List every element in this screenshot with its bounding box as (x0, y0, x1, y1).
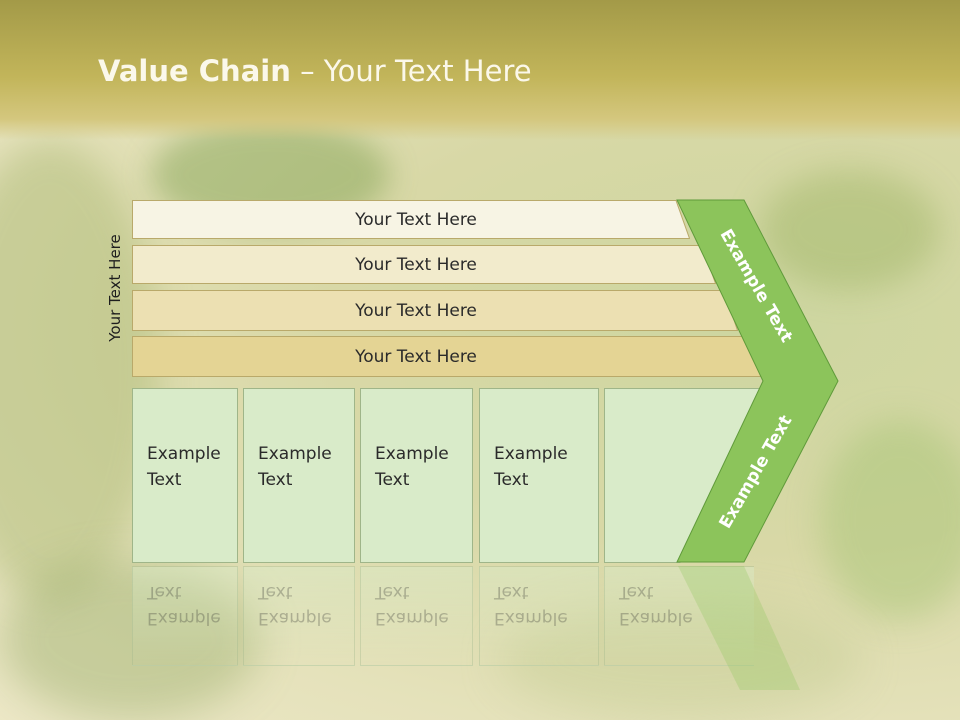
title-bold: Value Chain (98, 54, 291, 88)
title-rest: – Your Text Here (290, 54, 532, 88)
primary-activity-label: Example Text (375, 444, 449, 490)
primary-activity-label: Example Text (258, 444, 332, 490)
support-row-label: Your Text Here (355, 209, 477, 230)
box-reflection: Example Text (132, 566, 238, 666)
support-row: Your Text Here (132, 200, 690, 239)
primary-activity-box: Example Text (132, 388, 238, 563)
box-reflection: Example Text (360, 566, 473, 666)
chevron-reflection (678, 566, 800, 690)
support-row-label: Your Text Here (355, 254, 477, 275)
primary-activity-label: Example Text (494, 444, 568, 490)
primary-activity-box: Example Text (243, 388, 355, 563)
primary-activity-label: Example Text (147, 444, 221, 490)
slide-title: Value Chain – Your Text Here (98, 54, 532, 88)
support-row: Your Text Here (132, 245, 716, 284)
box-reflection: Example Text (604, 566, 754, 666)
primary-activity-box: Example Text (479, 388, 599, 563)
support-row-shape (132, 245, 716, 284)
support-row-label: Your Text Here (355, 346, 477, 367)
box-reflection: Example Text (243, 566, 355, 666)
title-band (0, 0, 960, 140)
support-row: Your Text Here (132, 336, 762, 377)
primary-activity-box: Example Text (360, 388, 473, 563)
chevron-shape (676, 199, 839, 563)
box-reflection: Example Text (479, 566, 599, 666)
support-row-label: Your Text Here (355, 300, 477, 321)
support-row-shape (132, 200, 690, 239)
support-row: Your Text Here (132, 290, 738, 331)
support-row-shape (132, 290, 738, 331)
